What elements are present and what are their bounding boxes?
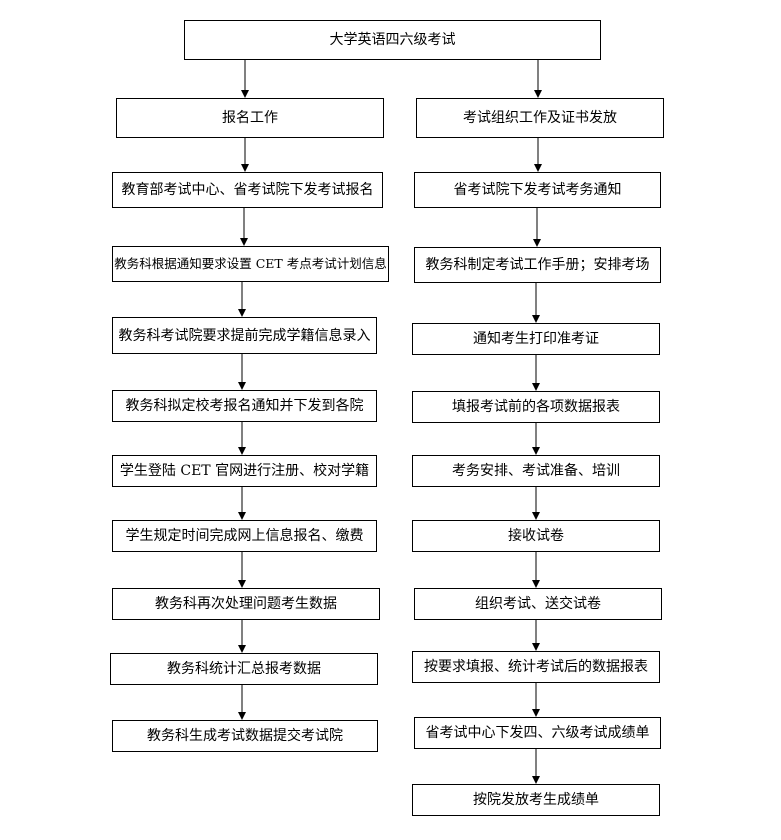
- right-step-8: 按要求填报、统计考试后的数据报表: [412, 651, 660, 683]
- right-step-2: 教务科制定考试工作手册；安排考场: [414, 247, 661, 283]
- right-step-10: 按院发放考生成绩单: [412, 784, 660, 816]
- title-box: 大学英语四六级考试: [184, 20, 601, 60]
- left-header-box: 报名工作: [116, 98, 384, 138]
- right-step-1: 省考试院下发考试考务通知: [414, 172, 661, 208]
- left-step-3: 教务科考试院要求提前完成学籍信息录入: [112, 317, 377, 354]
- right-header-box: 考试组织工作及证书发放: [416, 98, 664, 138]
- right-step-3: 通知考生打印准考证: [412, 323, 660, 355]
- left-step-7: 教务科再次处理问题考生数据: [112, 588, 380, 620]
- right-step-9: 省考试中心下发四、六级考试成绩单: [414, 717, 661, 749]
- right-step-7: 组织考试、送交试卷: [414, 588, 662, 620]
- left-step-9: 教务科生成考试数据提交考试院: [112, 720, 378, 752]
- left-step-2: 教务科根据通知要求设置 CET 考点考试计划信息: [112, 246, 389, 282]
- left-step-5: 学生登陆 CET 官网进行注册、校对学籍: [112, 455, 377, 487]
- right-step-5: 考务安排、考试准备、培训: [412, 455, 660, 487]
- left-step-4: 教务科拟定校考报名通知并下发到各院: [112, 390, 377, 422]
- left-step-6: 学生规定时间完成网上信息报名、缴费: [112, 520, 377, 552]
- left-step-8: 教务科统计汇总报考数据: [110, 653, 378, 685]
- left-step-1: 教育部考试中心、省考试院下发考试报名: [112, 172, 383, 208]
- right-step-4: 填报考试前的各项数据报表: [412, 391, 660, 423]
- right-step-6: 接收试卷: [412, 520, 660, 552]
